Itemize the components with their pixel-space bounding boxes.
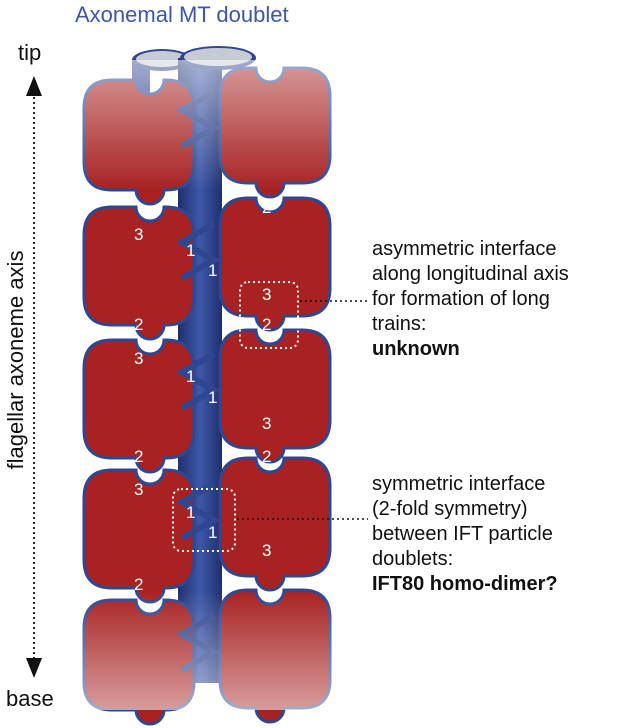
label-1: 1 — [186, 241, 195, 260]
zigzag-connector — [175, 221, 221, 281]
annotation-line: asymmetric interface — [372, 238, 557, 260]
axis-top-label: tip — [18, 40, 42, 65]
ift-particle-right — [218, 328, 332, 464]
label-1: 1 — [186, 367, 195, 386]
arrow-down-icon — [26, 658, 42, 678]
zigzag-connector — [175, 481, 221, 541]
ift-particle-left — [82, 338, 196, 474]
annotation-line: doublets: — [372, 548, 454, 570]
axis-bottom-label: base — [6, 686, 54, 711]
arrow-up-icon — [26, 76, 42, 96]
ift-particle-left — [82, 468, 196, 604]
label-2: 2 — [134, 315, 143, 334]
annotation-line: between IFT particle — [372, 523, 553, 545]
ift-particle-right — [218, 456, 332, 592]
interface-labels: 2 3 1 1 3 2 2 3 1 1 3 2 2 3 1 1 3 2 — [134, 198, 271, 594]
symmetric-interface-box — [172, 488, 236, 552]
annotation-answer: unknown — [372, 338, 460, 360]
axoneme-axis-arrow — [26, 76, 42, 678]
label-1: 1 — [208, 523, 217, 542]
zigzag-connector — [175, 351, 221, 411]
label-3: 3 — [262, 414, 271, 433]
label-3: 3 — [134, 349, 143, 368]
axis-label: flagellar axoneme axis — [3, 250, 28, 470]
label-2: 2 — [262, 315, 271, 334]
label-1: 1 — [186, 503, 195, 522]
highlight-boxes — [172, 281, 299, 552]
ift-particle-right — [218, 196, 332, 332]
top-fade — [70, 60, 340, 190]
label-1: 1 — [208, 261, 217, 280]
ift-particle-left — [82, 205, 196, 341]
symmetric-annotation: symmetric interface (2-fold symmetry) be… — [372, 472, 558, 597]
asymmetric-annotation: asymmetric interface along longitudinal … — [372, 237, 569, 362]
asymmetric-interface-box — [239, 281, 299, 349]
label-2: 2 — [134, 447, 143, 466]
annotation-line: along longitudinal axis — [372, 263, 569, 285]
label-2: 2 — [134, 575, 143, 594]
annotation-line: for formation of long — [372, 288, 550, 310]
label-3: 3 — [262, 285, 271, 304]
annotation-line: trains: — [372, 313, 427, 335]
annotation-answer: IFT80 homo-dimer? — [372, 573, 558, 595]
label-3: 3 — [262, 541, 271, 560]
annotation-line: symmetric interface — [372, 473, 546, 495]
label-2: 2 — [262, 198, 271, 217]
label-3: 3 — [134, 480, 143, 499]
diagram-title: Axonemal MT doublet — [75, 2, 289, 27]
label-2: 2 — [262, 447, 271, 466]
annotation-line: (2-fold symmetry) — [372, 498, 528, 520]
leader-lines — [237, 300, 368, 520]
label-3: 3 — [134, 225, 143, 244]
bottom-fade — [70, 590, 340, 710]
label-1: 1 — [208, 388, 217, 407]
